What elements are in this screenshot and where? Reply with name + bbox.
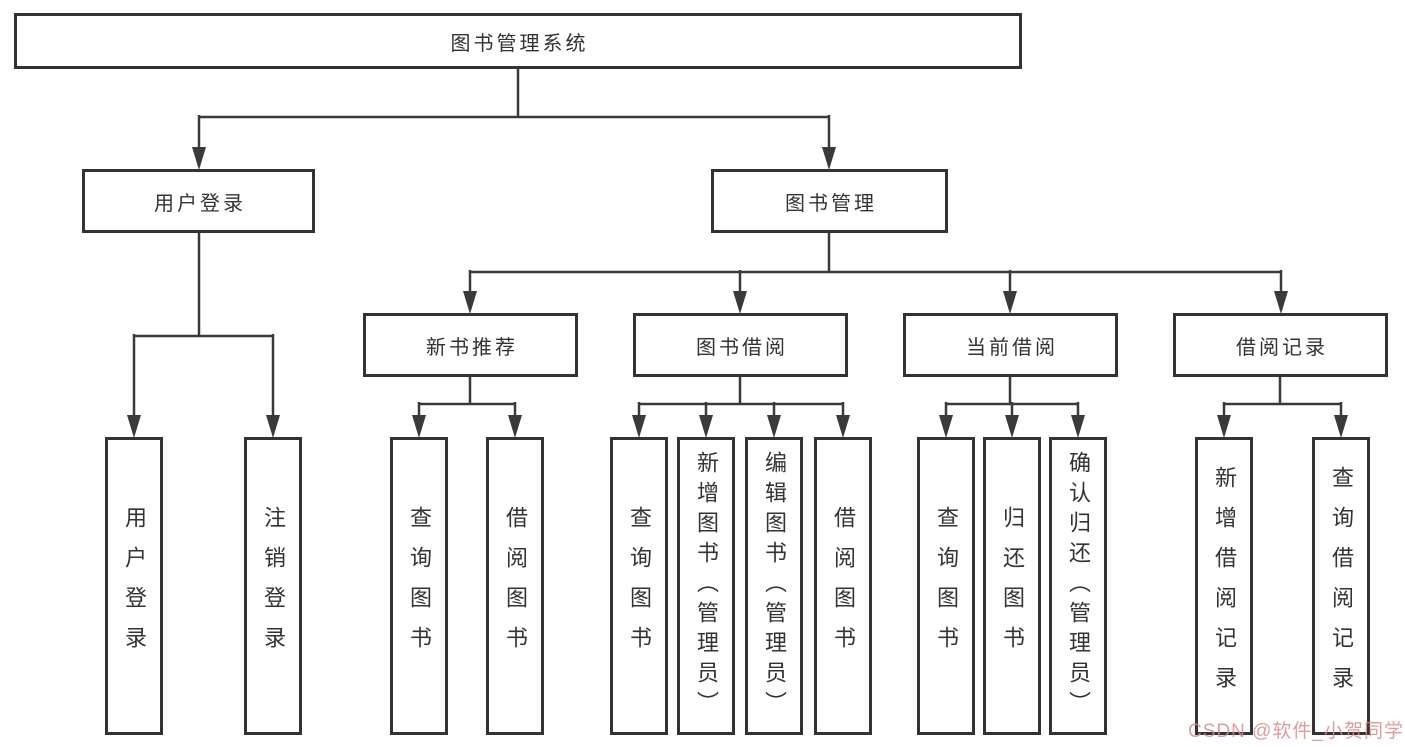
node-root-library-management-system: 图书管理系统 — [14, 13, 1022, 69]
node-label: 归还图书 — [1000, 506, 1025, 666]
arrowhead — [463, 291, 477, 314]
leaf-borrow-books-newrec: 借阅图书 — [486, 437, 544, 735]
node-label: 图书借阅 — [696, 336, 788, 359]
leaf-add-book-admin: 新增图书（管理员） — [677, 437, 735, 735]
arrowhead — [632, 415, 646, 438]
arrowhead — [767, 415, 781, 438]
arrowhead — [266, 415, 280, 438]
node-label: 确认归还（管理员） — [1066, 451, 1091, 721]
arrowhead — [822, 147, 836, 170]
arrowhead — [1071, 415, 1085, 438]
node-borrowing-records: 借阅记录 — [1173, 313, 1388, 377]
node-label: 新书推荐 — [426, 336, 518, 359]
node-book-borrowing: 图书借阅 — [633, 313, 848, 377]
leaf-confirm-return-admin: 确认归还（管理员） — [1049, 437, 1107, 735]
node-label: 新增图书（管理员） — [694, 451, 719, 721]
leaf-edit-book-admin: 编辑图书（管理员） — [745, 437, 803, 735]
node-label: 查询图书 — [407, 506, 432, 666]
arrowhead — [127, 415, 141, 438]
node-label: 编辑图书（管理员） — [762, 451, 787, 721]
arrowhead — [1005, 415, 1019, 438]
node-label: 注销登录 — [261, 506, 286, 666]
leaf-user-login: 用户登录 — [105, 437, 163, 735]
connector-userlogin-to-leaves — [132, 231, 275, 421]
leaf-query-borrow-record: 查询借阅记录 — [1312, 437, 1370, 735]
connector-bookmgmt-to-level3 — [468, 231, 1283, 297]
arrowhead — [733, 291, 747, 314]
node-label: 图书管理 — [785, 192, 877, 215]
node-label: 借阅记录 — [1236, 336, 1328, 359]
node-label: 查询借阅记录 — [1329, 466, 1354, 706]
arrowhead — [939, 415, 953, 438]
leaf-return-book: 归还图书 — [983, 437, 1041, 735]
arrowhead — [1217, 415, 1231, 438]
connector-currentborrow-to-leaves — [944, 375, 1080, 421]
arrowhead — [836, 415, 850, 438]
node-label: 用户登录 — [122, 506, 147, 666]
node-book-management: 图书管理 — [711, 169, 948, 233]
node-label: 查询图书 — [934, 506, 959, 666]
connector-borrowrecords-to-leaves — [1222, 375, 1343, 421]
node-label: 图书管理系统 — [450, 32, 589, 55]
connector-newbookrec-to-leaves — [417, 375, 517, 421]
connector-bookborrow-to-leaves — [637, 375, 845, 421]
node-current-borrowing: 当前借阅 — [903, 313, 1118, 377]
node-label: 借阅图书 — [503, 506, 528, 666]
arrowhead — [1274, 291, 1288, 314]
arrowhead — [1334, 415, 1348, 438]
arrowhead — [508, 415, 522, 438]
leaf-add-borrow-record: 新增借阅记录 — [1195, 437, 1253, 735]
node-label: 当前借阅 — [966, 336, 1058, 359]
arrowhead — [192, 147, 206, 170]
leaf-query-books-borrow: 查询图书 — [610, 437, 668, 735]
leaf-borrow-books-borrow: 借阅图书 — [814, 437, 872, 735]
node-label: 借阅图书 — [831, 506, 856, 666]
arrowheads — [127, 147, 1348, 438]
leaf-query-books-newrec: 查询图书 — [390, 437, 448, 735]
node-label: 新增借阅记录 — [1212, 466, 1237, 706]
node-new-book-recommendation: 新书推荐 — [363, 313, 578, 377]
arrowhead — [699, 415, 713, 438]
arrowhead — [412, 415, 426, 438]
csdn-watermark: CSDN @软件_小贺同学 — [1188, 721, 1404, 742]
arrowhead — [1003, 291, 1017, 314]
node-label: 用户登录 — [154, 192, 246, 215]
leaf-query-books-current: 查询图书 — [917, 437, 975, 735]
node-label: 查询图书 — [627, 506, 652, 666]
connector-root-to-level2 — [197, 66, 831, 153]
node-user-login: 用户登录 — [82, 169, 315, 233]
leaf-logout: 注销登录 — [244, 437, 302, 735]
